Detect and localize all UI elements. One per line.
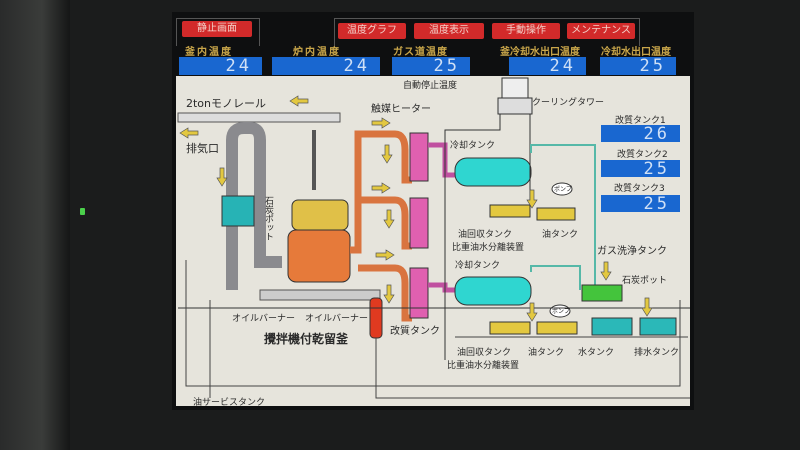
oil-service-tank-label: 油サービスタンク [193, 398, 266, 408]
furnace-temp-label: 炉内温度 [293, 47, 341, 58]
reform-tank-label: 改質タンク [390, 326, 440, 337]
reform-tank-3-label: 改質タンク3 [614, 184, 665, 194]
gas-wash-tank [581, 284, 623, 302]
separator-2-label: 比重油水分離装置 [447, 361, 520, 371]
retort-top [291, 199, 349, 231]
retort-vessel [287, 229, 351, 283]
coolant-outlet-temp-value: 25 [600, 57, 676, 75]
oil-burner-2-label: オイルバーナー [305, 314, 369, 324]
reform-tank [369, 297, 383, 339]
cooling-tower [501, 77, 529, 99]
reform-tank-2-value: 25 [601, 160, 680, 178]
reform-tank-1-value: 26 [601, 125, 680, 143]
coal-pot-right-label: 石炭ポット [622, 276, 668, 286]
reform-tank-2-label: 改質タンク2 [617, 150, 668, 160]
tab-maintenance[interactable]: メンテナンス [567, 23, 635, 39]
cooling-tank-2 [454, 276, 532, 306]
monorail-label: 2tonモノレール [186, 97, 267, 110]
gas-duct-temp-label: ガス道温度 [393, 47, 448, 58]
tab-temperature-display[interactable]: 温度表示 [414, 23, 484, 39]
kettle-temp-label: 釜内温度 [185, 47, 233, 58]
cooling-tank-1 [454, 157, 532, 187]
cooling-tank-1-label: 冷却タンク [450, 141, 496, 151]
tab-frame [334, 18, 640, 46]
cooling-tower-label: クーリングタワー [532, 98, 605, 108]
oil-tank-1-label: 油タンク [542, 230, 579, 240]
gas-wash-tank-label: ガス洗浄タンク [597, 246, 667, 257]
water-tank-label: 水タンク [578, 348, 615, 358]
drain-tank-label: 排水タンク [634, 348, 680, 358]
exhaust-duct [226, 122, 282, 290]
tab-frame [176, 18, 260, 46]
power-led [80, 208, 85, 215]
kettle-coolant-outlet-temp-label: 釜冷却水出口温度 [500, 47, 580, 58]
monitor-bezel [0, 0, 70, 450]
kettle-temp-value: 24 [179, 57, 262, 75]
static-screen-button[interactable]: 静止画面 [182, 21, 252, 37]
kettle-coolant-outlet-temp-value: 24 [509, 57, 586, 75]
tab-temperature-graph[interactable]: 温度グラフ [338, 23, 406, 39]
tab-manual-operation[interactable]: 手動操作 [492, 23, 560, 39]
oil-tank-2-label: 油タンク [528, 348, 565, 358]
catalyst-heater-3 [409, 267, 429, 319]
drain-tank [639, 317, 677, 336]
furnace-temp-value: 24 [272, 57, 380, 75]
separator-1-label: 比重油水分離装置 [452, 243, 525, 253]
retort-label: 攪拌機付乾留釜 [264, 332, 349, 346]
pump-1-label: ポンプ [554, 186, 572, 193]
pump-2-label: ポンプ [552, 308, 570, 315]
water-tank [591, 317, 633, 336]
coal-pot-left [221, 195, 255, 227]
cooling-tank-2-label: 冷却タンク [455, 261, 501, 271]
coal-pot-left-label: 石炭ポット [263, 196, 273, 241]
oil-burner-1-label: オイルバーナー [232, 314, 296, 324]
monorail-beam [177, 112, 341, 123]
catalyst-heater-label: 触媒ヒーター [371, 104, 431, 115]
reform-tank-1-label: 改質タンク1 [615, 116, 666, 126]
catalyst-heater-2 [409, 197, 429, 249]
auto-stop-temp-label: 自動停止温度 [403, 81, 458, 91]
pump-1 [551, 182, 573, 196]
exhaust-label: 排気口 [186, 142, 219, 155]
reform-tank-3-value: 25 [601, 195, 680, 213]
gas-duct-temp-value: 25 [392, 57, 470, 75]
catalyst-heater-1 [409, 132, 429, 182]
oil-recovery-tank-2-label: 油回収タンク [457, 348, 512, 358]
oil-recovery-tank-1-label: 油回収タンク [458, 230, 513, 240]
coolant-outlet-temp-label: 冷却水出口温度 [601, 47, 671, 58]
